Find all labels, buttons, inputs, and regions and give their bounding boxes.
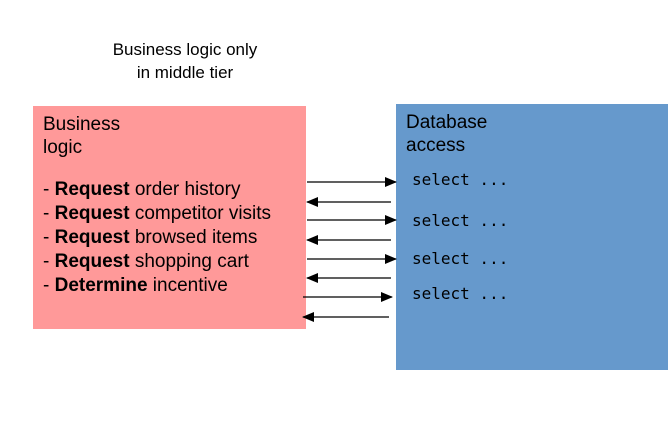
step-verb: Request bbox=[54, 227, 130, 248]
business-title-line-1: Business bbox=[43, 114, 121, 135]
step-verb: Request bbox=[54, 179, 130, 200]
database-title-line-2: access bbox=[406, 135, 466, 156]
business-steps-list: - Request order history - Request compet… bbox=[43, 178, 306, 298]
diagram-caption: Business logic only in middle tier bbox=[60, 38, 310, 84]
select-query: select ... bbox=[412, 284, 509, 303]
select-query: select ... bbox=[412, 249, 509, 268]
caption-line-1: Business logic only bbox=[112, 40, 258, 59]
step-prefix: - bbox=[43, 203, 55, 224]
business-logic-title: Business logic bbox=[43, 113, 306, 159]
database-access-title: Database access bbox=[406, 111, 668, 157]
step-item: - Request browsed items bbox=[43, 226, 306, 250]
step-object: competitor visits bbox=[129, 203, 272, 224]
step-item: - Determine incentive bbox=[43, 274, 306, 298]
business-logic-box: Business logic - Request order history -… bbox=[33, 106, 306, 329]
database-access-box: Database access select ... select ... se… bbox=[396, 104, 668, 370]
step-verb: Request bbox=[54, 251, 130, 272]
step-item: - Request order history bbox=[43, 178, 306, 202]
step-object: incentive bbox=[147, 275, 228, 296]
database-title-line-1: Database bbox=[406, 112, 488, 133]
caption-line-2: in middle tier bbox=[136, 63, 234, 82]
step-prefix: - bbox=[43, 275, 55, 296]
select-query: select ... bbox=[412, 211, 509, 230]
step-verb: Request bbox=[54, 203, 130, 224]
step-verb: Determine bbox=[54, 275, 148, 296]
step-prefix: - bbox=[43, 251, 55, 272]
step-object: shopping cart bbox=[129, 251, 249, 272]
step-prefix: - bbox=[43, 179, 55, 200]
step-item: - Request shopping cart bbox=[43, 250, 306, 274]
step-prefix: - bbox=[43, 227, 55, 248]
select-query: select ... bbox=[412, 170, 509, 189]
step-object: browsed items bbox=[129, 227, 258, 248]
step-object: order history bbox=[129, 179, 241, 200]
business-title-line-2: logic bbox=[43, 137, 83, 158]
step-item: - Request competitor visits bbox=[43, 202, 306, 226]
